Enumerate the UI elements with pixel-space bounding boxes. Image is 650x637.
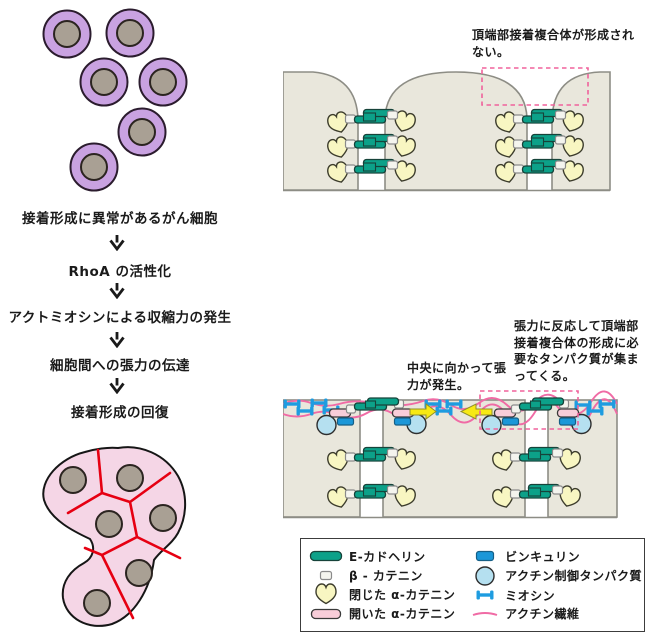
annotation-center-tension: 中央に向かって張力が発生。	[407, 361, 507, 392]
e-cadherin-icon	[303, 550, 349, 562]
cancer-cell-cluster	[42, 8, 188, 192]
flow-step-5: 接着形成の回復	[71, 405, 169, 421]
annotation-no-apical-junction: 頂端部接着複合体が形成されない。	[472, 28, 635, 59]
cell-junction-lines	[66, 448, 182, 620]
myosin-icon	[465, 588, 505, 602]
flow-step-2: RhoA の活性化	[68, 264, 172, 280]
recovered-tissue	[42, 446, 187, 627]
annotation-protein-recruitment: 張力に反応して頂端部接着複合体の形成に必要なタンパク質が集まってくる。	[514, 319, 640, 383]
legend-column-left: E-カドヘリン β - カテニン 閉じた α-カテニン 開いた α-カテニン	[303, 547, 465, 623]
legend-label: E-カドヘリン	[349, 549, 426, 564]
flow-arrow-down-icon	[109, 283, 125, 299]
open-alpha-catenin-icon	[303, 608, 349, 620]
cancer-cell	[69, 142, 119, 192]
missing-apical-complex-highlight	[481, 67, 589, 106]
cancer-cell	[42, 9, 92, 59]
legend-item: 閉じた α-カテニン	[303, 583, 465, 605]
cancer-cell	[117, 107, 167, 157]
legend-item: アクチン制御タンパク質	[465, 565, 642, 587]
legend-column-right: ビンキュリン アクチン制御タンパク質 ミオシン アクチン繊維	[465, 547, 642, 623]
beta-catenin-icon	[303, 570, 349, 581]
legend-item: アクチン繊維	[465, 604, 642, 623]
legend-label: アクチン制御タンパク質	[505, 569, 642, 584]
actin-regulator-icon	[465, 565, 505, 587]
cancer-cell	[79, 57, 129, 107]
legend-item: ビンキュリン	[465, 547, 642, 566]
flow-step-1: 接着形成に異常があるがん細胞	[22, 211, 218, 227]
flow-step-4: 細胞間への張力の伝達	[50, 358, 190, 374]
legend-label: β - カテニン	[349, 568, 423, 583]
tension-arrow-right-icon	[409, 403, 437, 420]
diagram-tension-response	[283, 390, 618, 519]
vinculin-icon	[465, 550, 505, 562]
legend-item: 開いた α-カテニン	[303, 604, 465, 623]
closed-alpha-catenin-icon	[303, 583, 349, 605]
tension-arrow-left-icon	[459, 403, 493, 420]
legend-item: β - カテニン	[303, 566, 465, 585]
flow-step-3: アクトミオシンによる収縮力の発生	[8, 310, 232, 326]
legend-label: 閉じた α-カテニン	[349, 587, 456, 602]
legend-item: ミオシン	[465, 586, 642, 605]
tissue-nuclei	[59, 464, 177, 617]
legend-label: ビンキュリン	[505, 549, 581, 564]
flow-arrow-down-icon	[109, 332, 125, 348]
epithelial-cell	[384, 71, 528, 191]
cancer-cell	[138, 57, 188, 107]
flow-arrow-down-icon	[109, 235, 125, 251]
actin-filament-icon	[465, 610, 505, 618]
legend-label: 開いた α-カテニン	[349, 607, 456, 622]
epithelial-cell	[283, 71, 359, 191]
legend-label: アクチン繊維	[505, 607, 580, 622]
cancer-cell	[105, 8, 155, 58]
legend-label: ミオシン	[505, 588, 556, 603]
flow-arrow-down-icon	[109, 378, 125, 394]
diagram-no-apical-junction	[283, 67, 611, 192]
legend-item: E-カドヘリン	[303, 547, 465, 566]
legend: E-カドヘリン β - カテニン 閉じた α-カテニン 開いた α-カテニン	[300, 538, 645, 632]
forming-apical-complex-highlight	[479, 390, 579, 430]
